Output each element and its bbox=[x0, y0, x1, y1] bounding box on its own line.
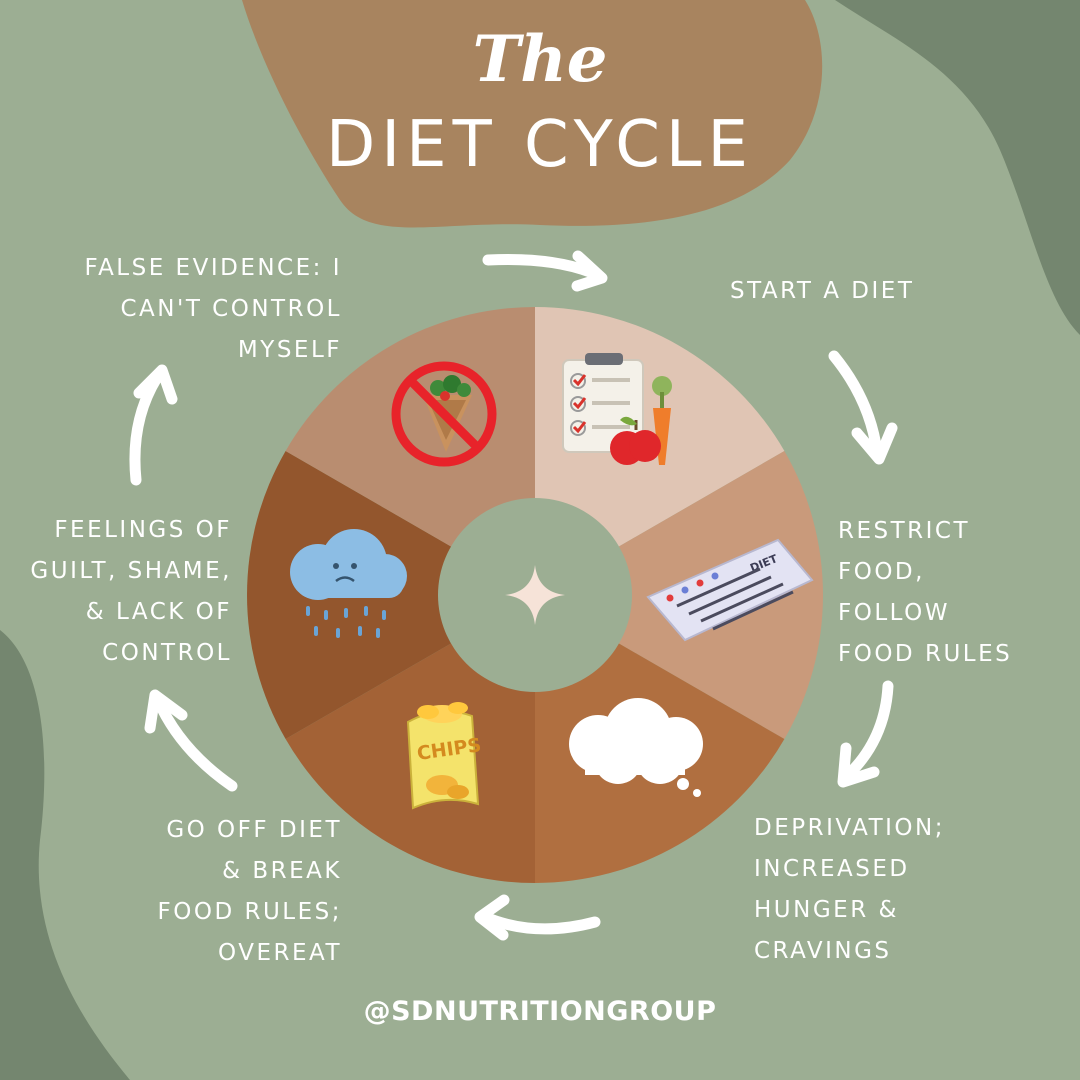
bottom-left-green-blob bbox=[0, 630, 130, 1080]
sparkle-icon bbox=[505, 565, 565, 625]
thought-bubble-icon bbox=[569, 698, 703, 797]
chips-bag-icon: CHIPS bbox=[406, 702, 483, 810]
arrow-guilt-to-false-evidence bbox=[129, 364, 178, 486]
stage-label-guilt-shame: FEELINGS OF GUILT, SHAME, & LACK OF CONT… bbox=[30, 517, 232, 666]
cycle-arrows bbox=[129, 250, 898, 941]
social-handle: @SDNUTRITIONGROUP bbox=[363, 996, 717, 1027]
arrow-start-to-restrict bbox=[828, 350, 898, 465]
title-line-1: The bbox=[472, 22, 608, 97]
arrow-false-evidence-to-start bbox=[482, 250, 608, 292]
stage-label-false-evidence: FALSE EVIDENCE: I CAN'T CONTROL MYSELF bbox=[84, 255, 342, 363]
top-right-green-blob bbox=[835, 0, 1080, 335]
stage-label-restrict-food: RESTRICT FOOD, FOLLOW FOOD RULES bbox=[838, 518, 1013, 667]
no-food-wrap-icon bbox=[391, 361, 497, 467]
diet-plan-paper-icon: DIET bbox=[646, 538, 814, 642]
stage-label-go-off-diet: GO OFF DIET & BREAK FOOD RULES; OVEREAT bbox=[157, 817, 342, 966]
arrow-restrict-to-deprivation bbox=[837, 680, 894, 788]
clipboard-checklist-with-apple-and-carrot-icon bbox=[562, 353, 672, 465]
stage-label-deprivation: DEPRIVATION; INCREASED HUNGER & CRAVINGS bbox=[754, 815, 945, 964]
sad-rain-cloud-icon bbox=[290, 529, 407, 638]
arrow-deprivation-to-go-off-diet bbox=[474, 894, 601, 941]
title-brown-blob bbox=[242, 0, 823, 228]
arrow-go-off-diet-to-guilt bbox=[144, 689, 238, 792]
stage-label-start-a-diet: START A DIET bbox=[730, 278, 915, 304]
title-line-2: DIET CYCLE bbox=[326, 108, 754, 182]
